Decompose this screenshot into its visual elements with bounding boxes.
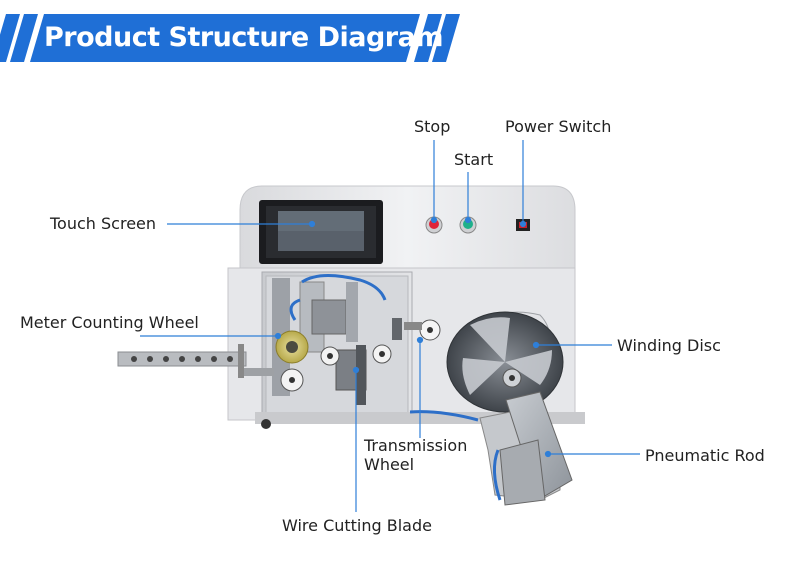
leader-dot-transmission-wheel: [416, 336, 424, 344]
leader-dot-cutting-blade: [352, 366, 360, 374]
transmission-wheel: [404, 319, 441, 341]
banner-bar: [30, 14, 420, 62]
banner-graphic: [0, 14, 460, 62]
leader-dot-stop: [430, 216, 438, 224]
banner-stripe-left-2: [10, 14, 38, 62]
wire-guide-rail: [117, 344, 274, 378]
label-transmission-wheel-line2: Wheel: [364, 455, 415, 474]
label-wire-cutting-blade: Wire Cutting Blade: [282, 516, 432, 535]
leader-lines: [140, 140, 640, 512]
label-transmission-wheel-line1: Transmission: [364, 436, 468, 455]
leader-dot-start: [464, 216, 472, 224]
label-meter-counting-wheel: Meter Counting Wheel: [20, 313, 199, 332]
label-power-switch: Power Switch: [505, 117, 612, 136]
leader-dot-pneumatic-rod: [544, 450, 552, 458]
pneumatic-rod: [409, 391, 573, 506]
label-pneumatic-rod: Pneumatic Rod: [645, 446, 765, 465]
touch-screen: [259, 200, 383, 264]
leader-dot-power-switch: [519, 220, 527, 228]
feeding-mechanism: [272, 274, 402, 405]
banner-stripe-right-1: [414, 14, 442, 62]
label-winding-disc: Winding Disc: [617, 336, 721, 355]
banner-stripe-right-2: [432, 14, 460, 62]
winding-disc: [446, 311, 564, 413]
banner-stripe-left-1: [0, 14, 20, 62]
label-stop: Stop: [414, 117, 451, 136]
label-touch-screen: Touch Screen: [50, 214, 157, 233]
leader-dot-meter-wheel: [274, 332, 282, 340]
guide-rollers: [280, 344, 392, 392]
page-title: Product Structure Diagram: [44, 22, 443, 53]
header-banner: Product Structure Diagram: [0, 0, 790, 80]
leader-dot-winding-disc: [532, 341, 540, 349]
meter-counting-wheel: [275, 330, 309, 364]
leader-dot-touch-screen: [308, 220, 316, 228]
label-start: Start: [454, 150, 494, 169]
